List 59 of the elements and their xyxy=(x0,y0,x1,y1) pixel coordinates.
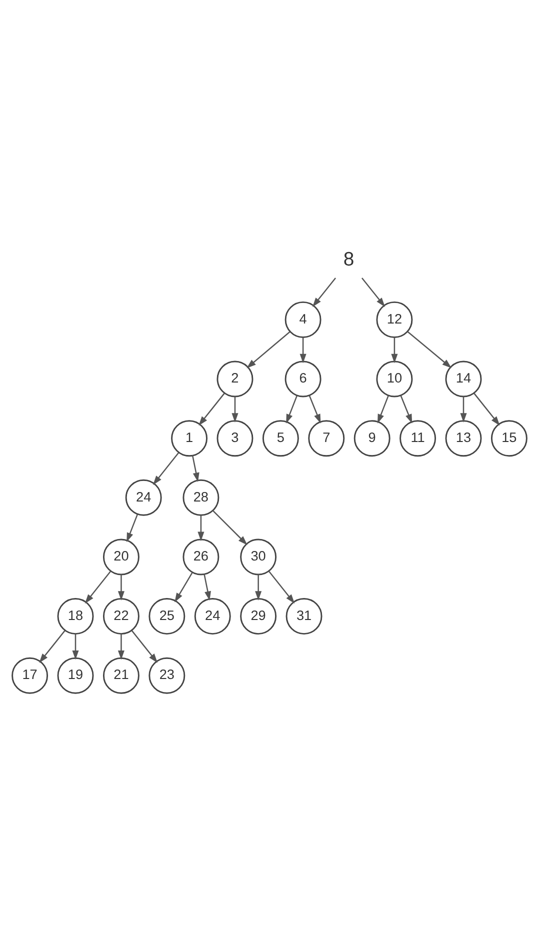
arrow xyxy=(126,514,138,542)
node-circle: 3 xyxy=(216,420,254,456)
arrow xyxy=(84,570,112,604)
node-circle: 13 xyxy=(445,420,482,456)
arrow xyxy=(255,574,262,600)
arrow xyxy=(174,572,193,602)
node-circle: 20 xyxy=(102,538,140,575)
node-circle: 9 xyxy=(354,420,390,456)
arrow xyxy=(268,570,295,604)
arrow xyxy=(308,394,321,423)
node-circle: 1 xyxy=(171,420,208,456)
arrow xyxy=(378,394,389,423)
node-circle: 24 xyxy=(194,598,231,634)
node-circle: 30 xyxy=(240,538,277,575)
arrow xyxy=(400,394,412,423)
node-circle: 22 xyxy=(102,598,140,634)
node-circle: 17 xyxy=(12,656,48,694)
node-circle: 28 xyxy=(182,478,220,516)
node-circle: 29 xyxy=(240,598,277,634)
arrow xyxy=(312,277,336,306)
node-circle: 21 xyxy=(102,656,140,694)
arrow xyxy=(246,330,290,368)
node-circle: 19 xyxy=(57,656,94,694)
arrow xyxy=(391,336,398,363)
arrow xyxy=(286,394,298,423)
arrow xyxy=(198,514,204,541)
arrow xyxy=(72,633,79,660)
arrow xyxy=(131,630,158,662)
node-circle: 10 xyxy=(376,360,413,397)
node-circle: 11 xyxy=(400,420,436,456)
arrow xyxy=(192,454,200,482)
node-circle: 23 xyxy=(148,656,186,694)
arrow xyxy=(152,452,180,484)
arrow xyxy=(39,630,66,662)
arrow xyxy=(232,396,238,422)
arrow xyxy=(118,574,124,600)
node-circle: 7 xyxy=(308,420,345,456)
node-circle: 5 xyxy=(262,420,299,456)
arrow xyxy=(407,330,452,368)
node-circle: 2 xyxy=(216,360,254,397)
node-circle: 14 xyxy=(445,360,482,397)
node-circle: 12 xyxy=(376,300,413,338)
node-circle: 25 xyxy=(148,598,186,634)
arrow xyxy=(198,392,225,426)
node-circle: 4 xyxy=(284,300,322,338)
node-circle: 15 xyxy=(490,420,528,456)
node-circle: 6 xyxy=(284,360,322,397)
node-circle: 31 xyxy=(286,598,322,634)
arrow xyxy=(460,396,467,422)
arrow xyxy=(361,277,386,306)
node-circle: 18 xyxy=(57,598,94,634)
arrow xyxy=(474,392,500,426)
arrow xyxy=(118,633,124,660)
arrow xyxy=(300,336,306,363)
node-circle: 26 xyxy=(182,538,220,575)
node-circle: 24 xyxy=(125,478,162,516)
arrow xyxy=(212,510,248,545)
node-text: 8 xyxy=(343,248,354,270)
arrow xyxy=(204,574,211,600)
